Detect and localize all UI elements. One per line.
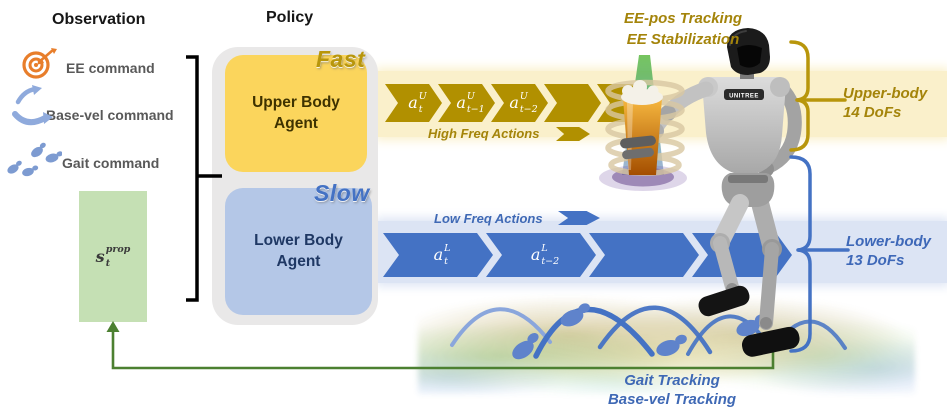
robot-hand-grip	[620, 135, 656, 160]
policy-header: Policy	[266, 9, 314, 26]
upper-dof-label: Upper-body 14 DoFs	[843, 84, 927, 122]
robot-back-limbs	[741, 82, 802, 357]
robot-chest-label: UNITREE	[729, 94, 759, 100]
low-freq-caption: Low Freq Actions	[434, 211, 543, 226]
lower-dof-label: Lower-body 13 DoFs	[846, 232, 931, 270]
observation-header: Observation	[52, 11, 146, 28]
robot-torso: UNITREE	[698, 77, 790, 207]
fast-tag: Fast	[316, 46, 366, 72]
high-freq-caption: High Freq Actions	[428, 126, 540, 141]
slow-tag: Slow	[314, 180, 370, 206]
beer-glass-group	[599, 55, 687, 191]
robot-head	[727, 28, 770, 79]
ee-tracking-line2: EE Stabilization	[626, 31, 740, 48]
gait-footprints-icon	[7, 142, 62, 177]
upper-dof-line1: Upper-body	[843, 85, 928, 102]
low-freq-chevron-icon	[558, 211, 600, 225]
upper-dof-brace	[789, 40, 847, 152]
ee-tracking-line1: EE-pos Tracking	[623, 10, 743, 27]
lower-dof-line2: 13 DoFs	[846, 252, 905, 269]
upper-body-agent-box: Upper Body Agent	[225, 55, 367, 172]
humanoid-robot-scene: UNITREE	[599, 28, 802, 357]
lower-body-agent-box: Lower Body Agent	[225, 188, 372, 315]
observation-bracket	[186, 55, 222, 302]
ee-command-label: EE command	[66, 60, 155, 76]
robot-front-leg	[698, 194, 750, 317]
gait-tracking-line2: Base-vel Tracking	[607, 391, 737, 408]
lower-dof-brace	[789, 155, 850, 353]
high-freq-chevron-icon	[556, 127, 590, 141]
upper-dof-line2: 14 DoFs	[843, 104, 902, 121]
gait-tracking-line1: Gait Tracking	[624, 372, 720, 389]
ee-tracking-annotation: EE-pos Tracking EE Stabilization	[588, 8, 778, 50]
lower-action-chevron	[589, 233, 699, 277]
base-vel-command-label: Base-vel command	[46, 107, 174, 123]
basevel-arrows-icon	[12, 85, 53, 126]
lower-dof-line1: Lower-body	[846, 233, 931, 250]
ee-target-icon	[22, 48, 57, 79]
gait-command-label: Gait command	[62, 155, 160, 171]
gait-tracking-annotation: Gait Tracking Base-vel Tracking	[556, 371, 788, 409]
